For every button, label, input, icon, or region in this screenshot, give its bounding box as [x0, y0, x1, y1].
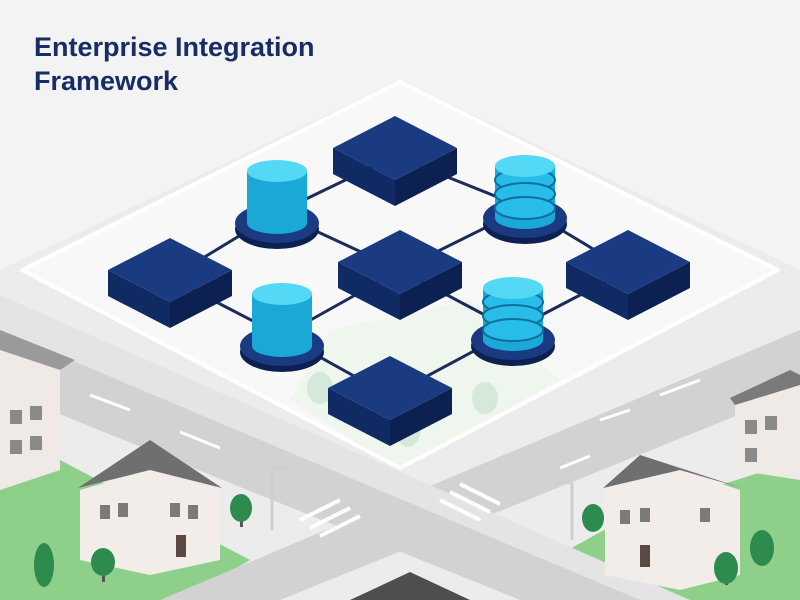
title-line-1: Enterprise Integration [34, 32, 315, 62]
street-lamp [270, 465, 574, 540]
tree [230, 494, 252, 527]
road-sidewalk [0, 295, 690, 600]
block-node-box-center [338, 230, 462, 320]
tree [34, 543, 54, 587]
tree [750, 530, 774, 566]
crosswalk [299, 482, 501, 538]
tree [91, 548, 115, 582]
block-node-box-right [566, 230, 690, 320]
integration-nodes [108, 116, 690, 446]
block-node-box-bottom [328, 356, 452, 446]
tree [582, 504, 604, 532]
database-node-db-left-top [235, 160, 319, 249]
road-diagonal-b [160, 330, 800, 600]
building-bottom [350, 572, 470, 600]
page-title: Enterprise Integration Framework [34, 30, 315, 98]
block-node-box-left [108, 238, 232, 328]
building-right-edge [730, 370, 800, 480]
database-node-db-right-bottom [471, 277, 555, 366]
database-node-db-left-bottom [240, 283, 324, 372]
database-node-db-right-top [483, 155, 567, 244]
lane-markings [89, 378, 701, 470]
title-line-2: Framework [34, 66, 179, 96]
tree [714, 552, 738, 585]
building-left-edge [0, 330, 75, 490]
block-node-box-top [333, 116, 457, 206]
house-left [78, 440, 222, 575]
house-right [603, 455, 742, 590]
